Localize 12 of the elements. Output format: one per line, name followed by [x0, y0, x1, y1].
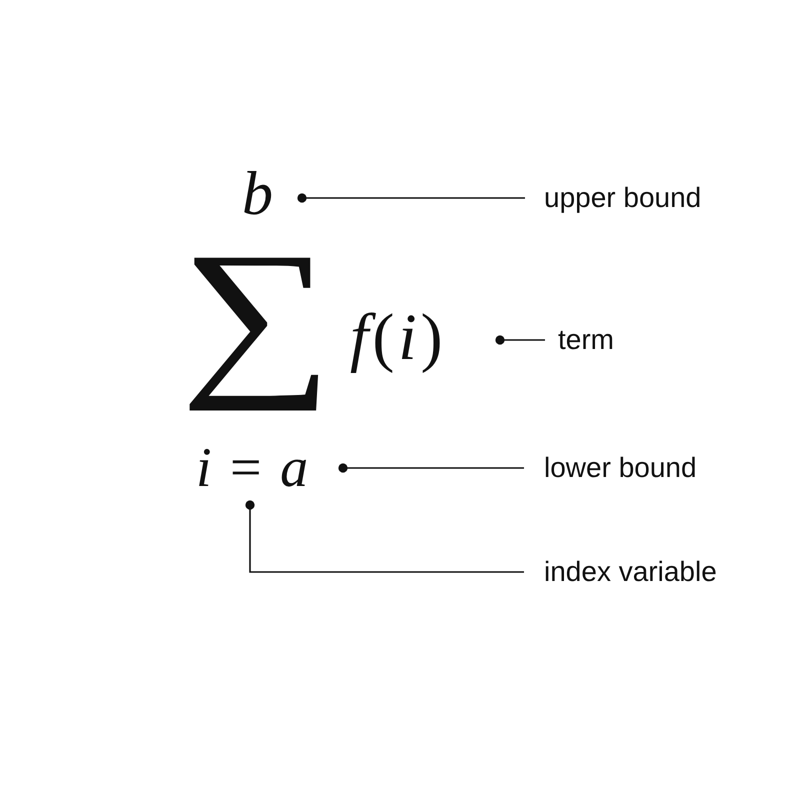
leader-label: upper bound: [544, 182, 702, 214]
term-expression: f(i): [350, 302, 448, 374]
upper-bound-symbol: b: [242, 170, 274, 218]
summation-sign: ∑: [180, 219, 334, 411]
leader-label: index variable: [544, 556, 717, 588]
leader-line: [297, 193, 525, 203]
leader-label: term: [558, 324, 614, 356]
lower-bound-expression: i = a: [196, 438, 312, 498]
leader-line: [338, 463, 524, 473]
leader-line: [245, 500, 524, 573]
leader-line: [495, 335, 545, 345]
leader-label: lower bound: [544, 452, 697, 484]
